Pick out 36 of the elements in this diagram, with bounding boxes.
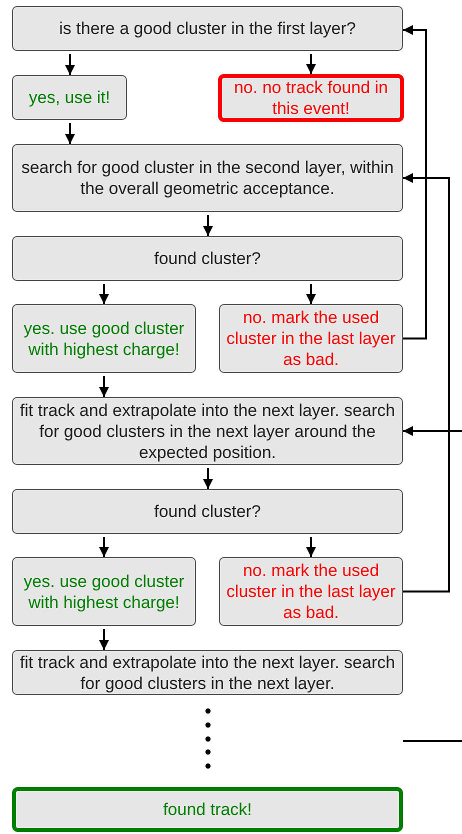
box-text: found track! — [163, 799, 252, 820]
arrow — [403, 173, 450, 592]
box-text: is there a good cluster in the first layer? — [59, 18, 356, 39]
arrow — [99, 284, 109, 304]
arrow — [99, 629, 109, 650]
box-text: fit track and extrapolate into the next layer. search for good clusters in the next layer. — [18, 652, 396, 694]
arrow — [203, 215, 213, 236]
process-box — [218, 74, 404, 122]
box-text: yes. use good cluster with highest charge! — [22, 570, 186, 612]
box-text: no. mark the used cluster in the last layer as bad. — [225, 307, 397, 370]
process-box — [12, 304, 196, 373]
process-box — [12, 787, 403, 832]
process-box — [12, 557, 196, 626]
process-box — [12, 6, 403, 51]
arrow — [403, 25, 427, 340]
arrow — [306, 54, 316, 74]
box-text: yes. use good cluster with highest charge! — [22, 318, 186, 360]
box-text: no. mark the used cluster in the last layer as bad. — [225, 560, 397, 623]
box-text: search for good cluster in the second layer, within the overall geometric acceptance. — [20, 157, 395, 199]
box-text: no. no track found in this event! — [232, 77, 390, 119]
arrow — [203, 468, 213, 489]
arrow — [65, 123, 75, 144]
arrow — [306, 284, 316, 304]
box-text: found cluster? — [154, 248, 261, 269]
arrow — [403, 426, 462, 436]
box-text: fit track and extrapolate into the next layer. search for good clusters in the next layer around the expected position. — [18, 400, 396, 462]
process-box — [12, 75, 127, 120]
box-text: yes, use it! — [28, 87, 110, 108]
box-text: found cluster? — [154, 501, 261, 522]
process-box — [12, 236, 403, 281]
arrow — [306, 537, 316, 557]
arrow — [65, 54, 75, 75]
arrow — [99, 376, 109, 397]
process-box — [12, 489, 403, 534]
arrow — [99, 537, 109, 557]
process-box — [12, 144, 403, 212]
